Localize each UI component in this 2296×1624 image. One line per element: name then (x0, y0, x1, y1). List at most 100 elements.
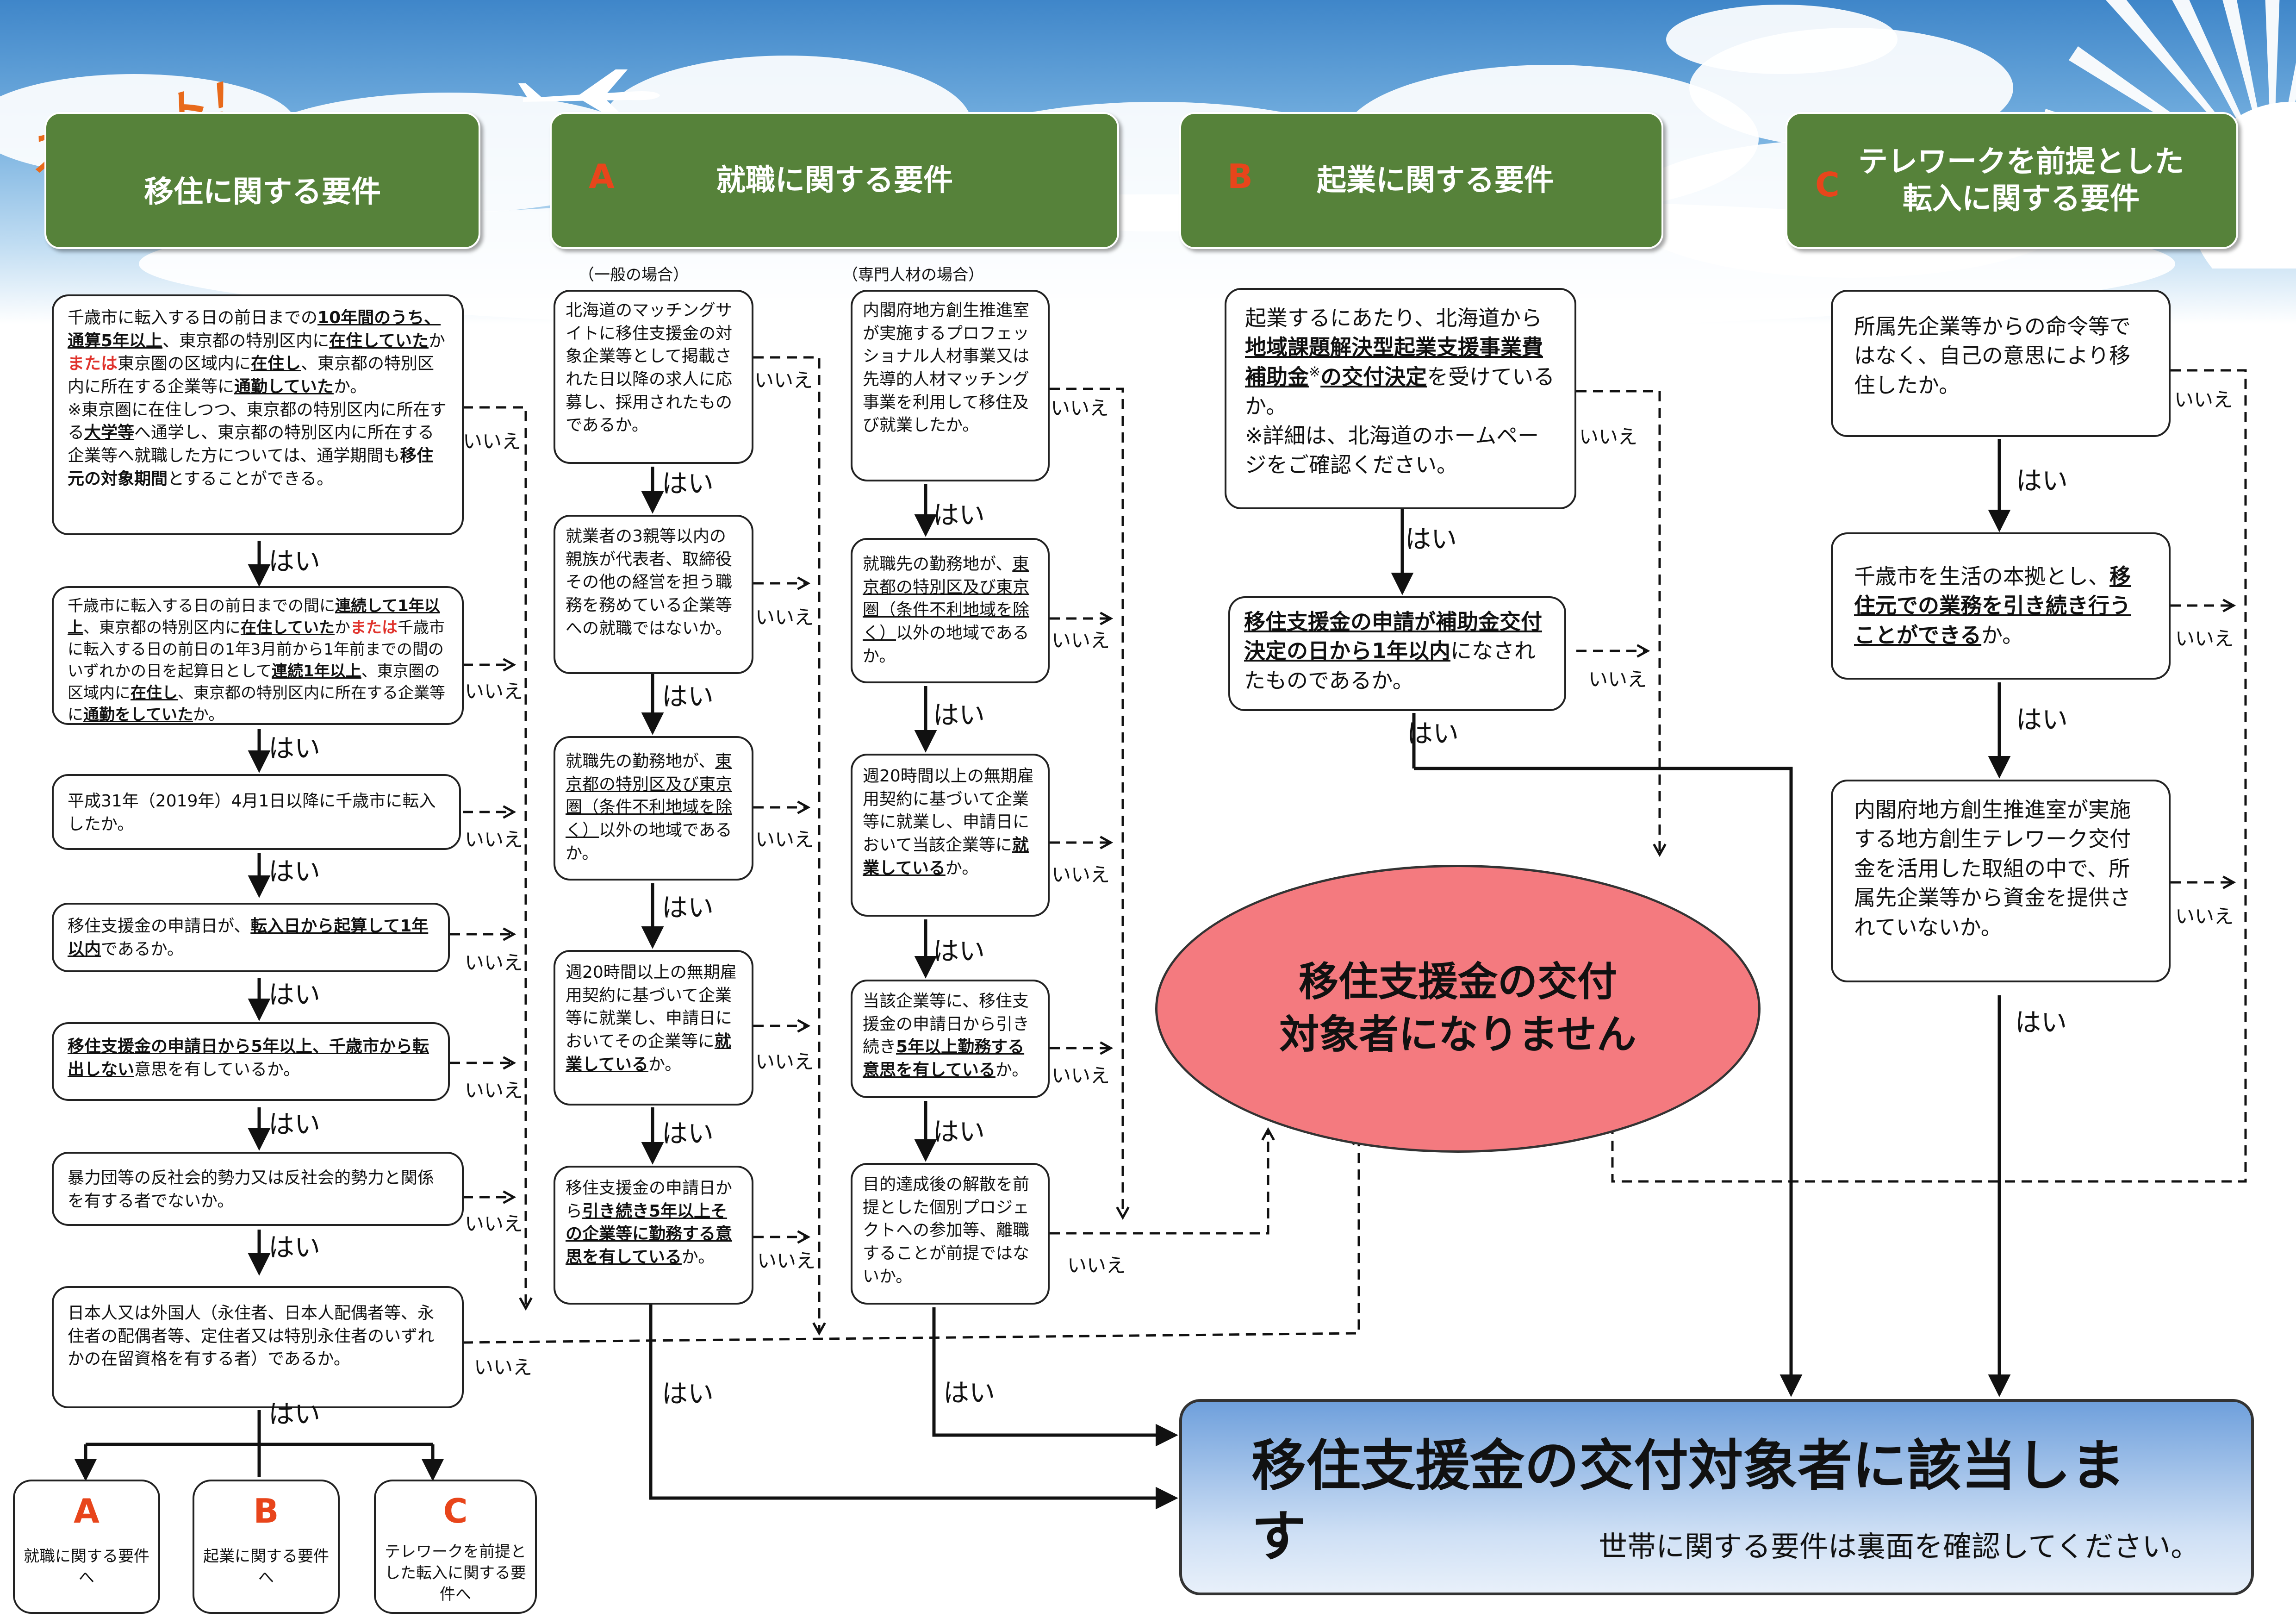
move-q1-text7: 東京圏の区域内に (118, 354, 251, 374)
move-q2-text9: 、東京圏の区域内に (68, 662, 440, 702)
move-q7: 日本人又は外国人（永住者、日本人配偶者等、永住者の配偶者等、定住者又は特別永住者… (52, 1286, 464, 1408)
result-eligible: 移住支援金の交付対象者に該当します 世帯に関する要件は裏面を確認してください。 (1179, 1399, 2254, 1595)
header-b-letter: B (1227, 157, 1253, 196)
move-q5-text1: 移住支援金の申請日から5年以上、千歳市から転出しない (68, 1037, 429, 1079)
a-special-q1: 内閣府地方創生推進室が実施するプロフェッショナル人材事業又は先導的人材マッチング… (851, 290, 1050, 481)
a-general-yes-4: はい (662, 1119, 714, 1149)
airplane-icon (518, 69, 660, 120)
c-q2-text3: か。 (1981, 622, 2024, 648)
b-yes-1: はい (1405, 525, 1457, 555)
move-q6-text: 暴力団等の反社会的勢力又は反社会的勢力と関係を有する者でないか。 (68, 1168, 435, 1211)
result-eligible-note: 世帯に関する要件は裏面を確認してください。 (1599, 1530, 2200, 1563)
a-general-yes-5: はい (662, 1379, 714, 1409)
move-no-1: いいえ (463, 430, 522, 453)
result-not-eligible: 移住支援金の交付 対象者になりません (1155, 865, 1761, 1153)
a-general-q3: 就職先の勤務地が、東京都の特別区及び東京圏（条件不利地域を除く）以外の地域である… (554, 736, 753, 881)
move-q2-text6: または (350, 618, 398, 637)
move-yes-5: はい (268, 1110, 320, 1140)
move-q2-text11: 、東京都の特別区内に所在する企業等に (68, 683, 445, 724)
a-general-q4-text1: 週20時間以上の無期雇用契約に基づいて企業等に就業し、申請日においてその企業等に (566, 963, 737, 1051)
header-a-label: 就職に関する要件 (716, 163, 953, 198)
a-general-no-1: いいえ (754, 369, 813, 392)
b-no-2: いいえ (1588, 668, 1647, 691)
a-special-no-5: いいえ (1067, 1254, 1126, 1277)
c-yes-3: はい (2015, 1008, 2067, 1038)
a-general-yes-1: はい (662, 469, 714, 499)
move-q4-text3: であるか。 (101, 939, 184, 959)
b-q2-text1: 移住支援金の申請が補助金交付決定の日から1年以内 (1244, 609, 1542, 664)
option-a-letter: A (74, 1492, 100, 1530)
header-move: 移住に関する要件 (44, 112, 480, 249)
header-c-line1: テレワークを前提とした (1858, 145, 2184, 179)
a-general-q5: 移住支援金の申請日から引き続き5年以上その企業等に勤務する意思を有しているか。 (554, 1166, 753, 1305)
header-c-label: テレワークを前提とした転入に関する要件 (1858, 144, 2184, 218)
option-c-text: テレワークを前提とした転入に関する要件へ (385, 1543, 526, 1604)
move-q2-text7: 千歳市に転入する日の前日の1年3月前から1年前までの間のいずれかの日を起算日とし… (68, 618, 445, 681)
move-q1-text11: か。 (333, 377, 367, 397)
subheading-specialist: （専門人材の場合） (842, 266, 984, 284)
move-yes-7: はい (268, 1399, 320, 1430)
move-no-5: いいえ (465, 1079, 523, 1102)
a-general-q4: 週20時間以上の無期雇用契約に基づいて企業等に就業し、申請日においてその企業等に… (554, 950, 753, 1106)
move-no-7: いいえ (474, 1356, 533, 1379)
a-general-q4-text2: 就業している (566, 1032, 731, 1074)
header-c-letter: C (1815, 165, 1840, 204)
move-q2: 千歳市に転入する日の前日までの間に連続して1年以上、東京都の特別区内に在住してい… (52, 586, 464, 725)
a-special-q4: 当該企業等に、移住支援金の申請日から引き続き5年以上勤務する意思を有しているか。 (851, 980, 1050, 1098)
b-q1-text1: 起業するにあたり、北海道から (1245, 306, 1543, 331)
c-q1: 所属先企業等からの命令等ではなく、自己の意思により移住したか。 (1831, 290, 2171, 437)
a-special-yes-1: はい (933, 500, 985, 531)
a-special-yes-3: はい (933, 937, 985, 967)
a-general-no-5: いいえ (757, 1249, 816, 1272)
a-special-q2-text2: 東京都の特別区及び東京圏（条件不利地域を除く） (863, 555, 1030, 643)
option-a[interactable]: A 就職に関する要件へ (13, 1480, 160, 1614)
a-special-no-3: いいえ (1052, 863, 1110, 886)
result-not-eligible-line1: 移住支援金の交付 (1299, 959, 1617, 1006)
a-general-q1-text: 北海道のマッチングサイトに移住支援金の対象企業等として掲載された日以降の求人に応… (566, 301, 733, 435)
a-special-q3: 週20時間以上の無期雇用契約に基づいて企業等に就業し、申請日において当該企業等に… (851, 754, 1050, 917)
move-no-6: いいえ (465, 1212, 523, 1235)
move-no-2: いいえ (465, 680, 523, 703)
option-c[interactable]: C テレワークを前提とした転入に関する要件へ (374, 1480, 537, 1614)
a-general-q5-text1: 移住支援金の申請日から (566, 1179, 733, 1221)
move-q1: 千歳市に転入する日の前日までの10年間のうち、通算5年以上、東京都の特別区内に在… (52, 294, 464, 535)
header-b: B 起業に関する要件 (1179, 112, 1663, 249)
move-q3-text: 平成31年（2019年）4月1日以降に千歳市に転入したか。 (68, 792, 436, 834)
a-general-q3-text1: 就職先の勤務地が、 (566, 752, 716, 771)
a-general-no-3: いいえ (755, 828, 814, 851)
option-a-text: 就職に関する要件へ (24, 1547, 149, 1587)
result-not-eligible-line2: 対象者になりません (1279, 1012, 1636, 1058)
move-q1-text14: へ通学し、東京都の特別区内に所在する企業等へ就職した方については、通学期間も (68, 423, 435, 466)
c-q1-text: 所属先企業等からの命令等ではなく、自己の意思により移住したか。 (1854, 314, 2131, 398)
move-q1-text5: か (429, 331, 446, 350)
option-b-letter: B (253, 1492, 279, 1530)
move-q4: 移住支援金の申請日が、転入日から起算して1年以内であるか。 (52, 903, 450, 972)
option-b-text: 起業に関する要件へ (203, 1547, 329, 1587)
a-special-q5: 目的達成後の解散を前提とした個別プロジェクトへの参加等、離職することが前提ではな… (851, 1163, 1050, 1305)
c-q3: 内閣府地方創生推進室が実施する地方創生テレワーク交付金を活用した取組の中で、所属… (1831, 780, 2171, 982)
move-q2-text5: か (334, 618, 350, 637)
a-general-q3-text3: 以外の地域であるか。 (566, 821, 732, 863)
move-q1-text2: 10年間のうち、通算5年以上 (68, 308, 441, 350)
a-special-q2-text1: 就職先の勤務地が、 (863, 555, 1013, 574)
move-q1-text12: ※東京圏に在住しつつ、東京都の特別区内に所在する (68, 400, 447, 443)
a-general-q2-text: 就業者の3親等以内の親族が代表者、取締役その他の経営を担う職務を務めている企業等… (566, 527, 733, 638)
header-move-label: 移住に関する要件 (144, 175, 381, 209)
a-special-q3-text3: か。 (945, 858, 979, 878)
move-yes-4: はい (268, 980, 320, 1010)
move-q2-text3: 、東京都の特別区内に (83, 618, 241, 637)
move-q2-text1: 千歳市に転入する日の前日までの間に (68, 597, 335, 615)
c-q2-text2: 移住元での業務を引き続き行うことができる (1854, 564, 2131, 648)
result-eligible-title: 移住支援金の交付対象者に該当します (1251, 1434, 2126, 1569)
header-a: A 就職に関する要件 (550, 112, 1119, 249)
move-q1-text16: とすることができる。 (168, 469, 334, 488)
a-general-yes-2: はい (662, 682, 714, 712)
c-yes-2: はい (2016, 705, 2068, 735)
a-special-no-1: いいえ (1051, 397, 1109, 419)
a-general-q4-text3: か。 (648, 1055, 682, 1074)
move-q1-text10: 通勤していた (234, 377, 334, 397)
option-b[interactable]: B 起業に関する要件へ (193, 1480, 340, 1614)
move-q1-text4: 在住していた (329, 331, 429, 350)
header-c: C テレワークを前提とした転入に関する要件 (1786, 112, 2238, 249)
a-special-no-4: いいえ (1052, 1064, 1110, 1087)
